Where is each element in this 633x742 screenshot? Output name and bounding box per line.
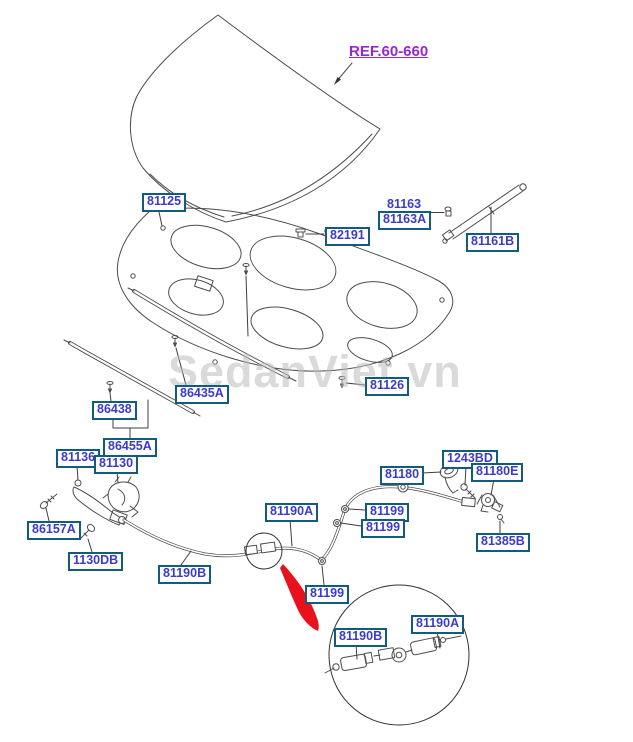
part-label-86157a[interactable]: 86157A — [27, 521, 81, 540]
part-label-81126[interactable]: 81126 — [365, 377, 410, 396]
part-label-81190a-detail[interactable]: 81190A — [411, 615, 465, 634]
part-label-86455a[interactable]: 86455A — [103, 438, 157, 457]
bolt-81385b-art — [497, 514, 505, 524]
red-swoosh — [280, 564, 319, 631]
part-label-81190b-detail[interactable]: 81190B — [334, 628, 388, 647]
part-label-86435a[interactable]: 86435A — [175, 385, 229, 404]
part-label-81190a[interactable]: 81190A — [265, 503, 319, 522]
part-label-81199-2[interactable]: 81199 — [361, 519, 406, 538]
hinge-bolt-art — [444, 206, 452, 217]
screw-1130db-art — [79, 524, 96, 540]
part-label-81125[interactable]: 81125 — [142, 193, 187, 212]
screw-86157a-art — [39, 493, 58, 509]
part-label-81180[interactable]: 81180 — [380, 466, 425, 485]
part-label-ref-60-660[interactable]: REF.60-660 — [349, 43, 429, 60]
detail-inset-art — [324, 584, 470, 726]
part-label-81385b[interactable]: 81385B — [476, 533, 530, 552]
part-label-81163a[interactable]: 81163A — [378, 211, 432, 230]
part-label-81180e[interactable]: 81180E — [471, 463, 524, 482]
grommet-art — [295, 228, 306, 238]
secondary-latch-art — [476, 493, 504, 513]
clip-pin-art — [106, 263, 346, 393]
part-label-81199-3[interactable]: 81199 — [305, 585, 350, 604]
hood-latch-art — [102, 476, 140, 518]
insulator-pad-art — [116, 207, 454, 372]
part-label-81190b[interactable]: 81190B — [158, 565, 212, 584]
weatherstrip-86435a-art — [127, 287, 297, 382]
part-label-86438[interactable]: 86438 — [92, 401, 137, 420]
part-label-82191[interactable]: 82191 — [325, 227, 370, 246]
part-label-81130[interactable]: 81130 — [94, 455, 139, 474]
weatherstrip-86438-art — [63, 339, 201, 417]
gas-lifter-art — [441, 183, 527, 244]
part-label-1130db[interactable]: 1130DB — [68, 552, 124, 571]
ref-leader-arrow — [334, 62, 353, 85]
part-label-81161b[interactable]: 81161B — [466, 233, 520, 252]
part-label-81136[interactable]: 81136 — [56, 449, 101, 468]
part-label-81163[interactable]: 81163 — [387, 197, 422, 211]
bolt-1243bd-art — [460, 483, 476, 499]
